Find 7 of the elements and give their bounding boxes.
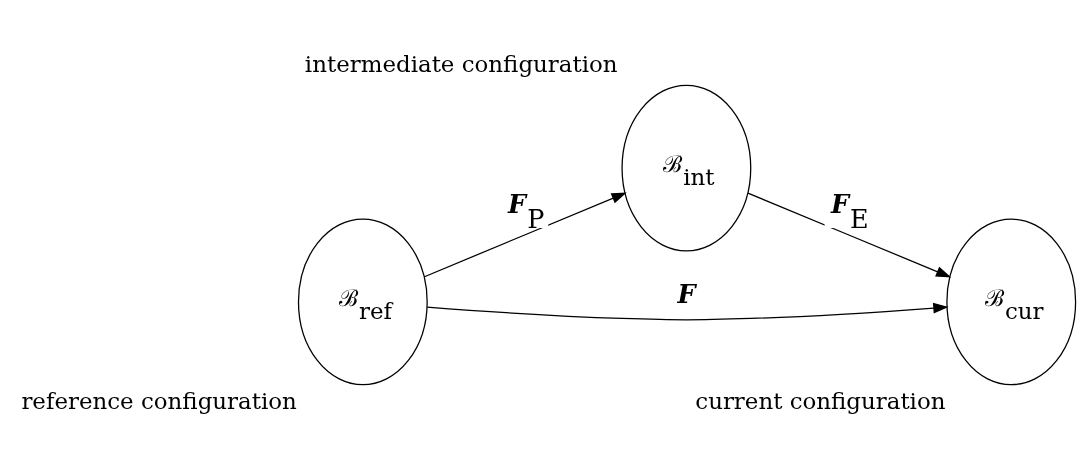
node-label: current configuration (695, 388, 946, 415)
edge-label: F (677, 279, 696, 310)
arrow (747, 192, 952, 278)
arrow (426, 302, 949, 321)
arrow (423, 192, 627, 278)
node-label: intermediate configuration (304, 50, 618, 77)
node-label: reference configuration (21, 388, 297, 415)
